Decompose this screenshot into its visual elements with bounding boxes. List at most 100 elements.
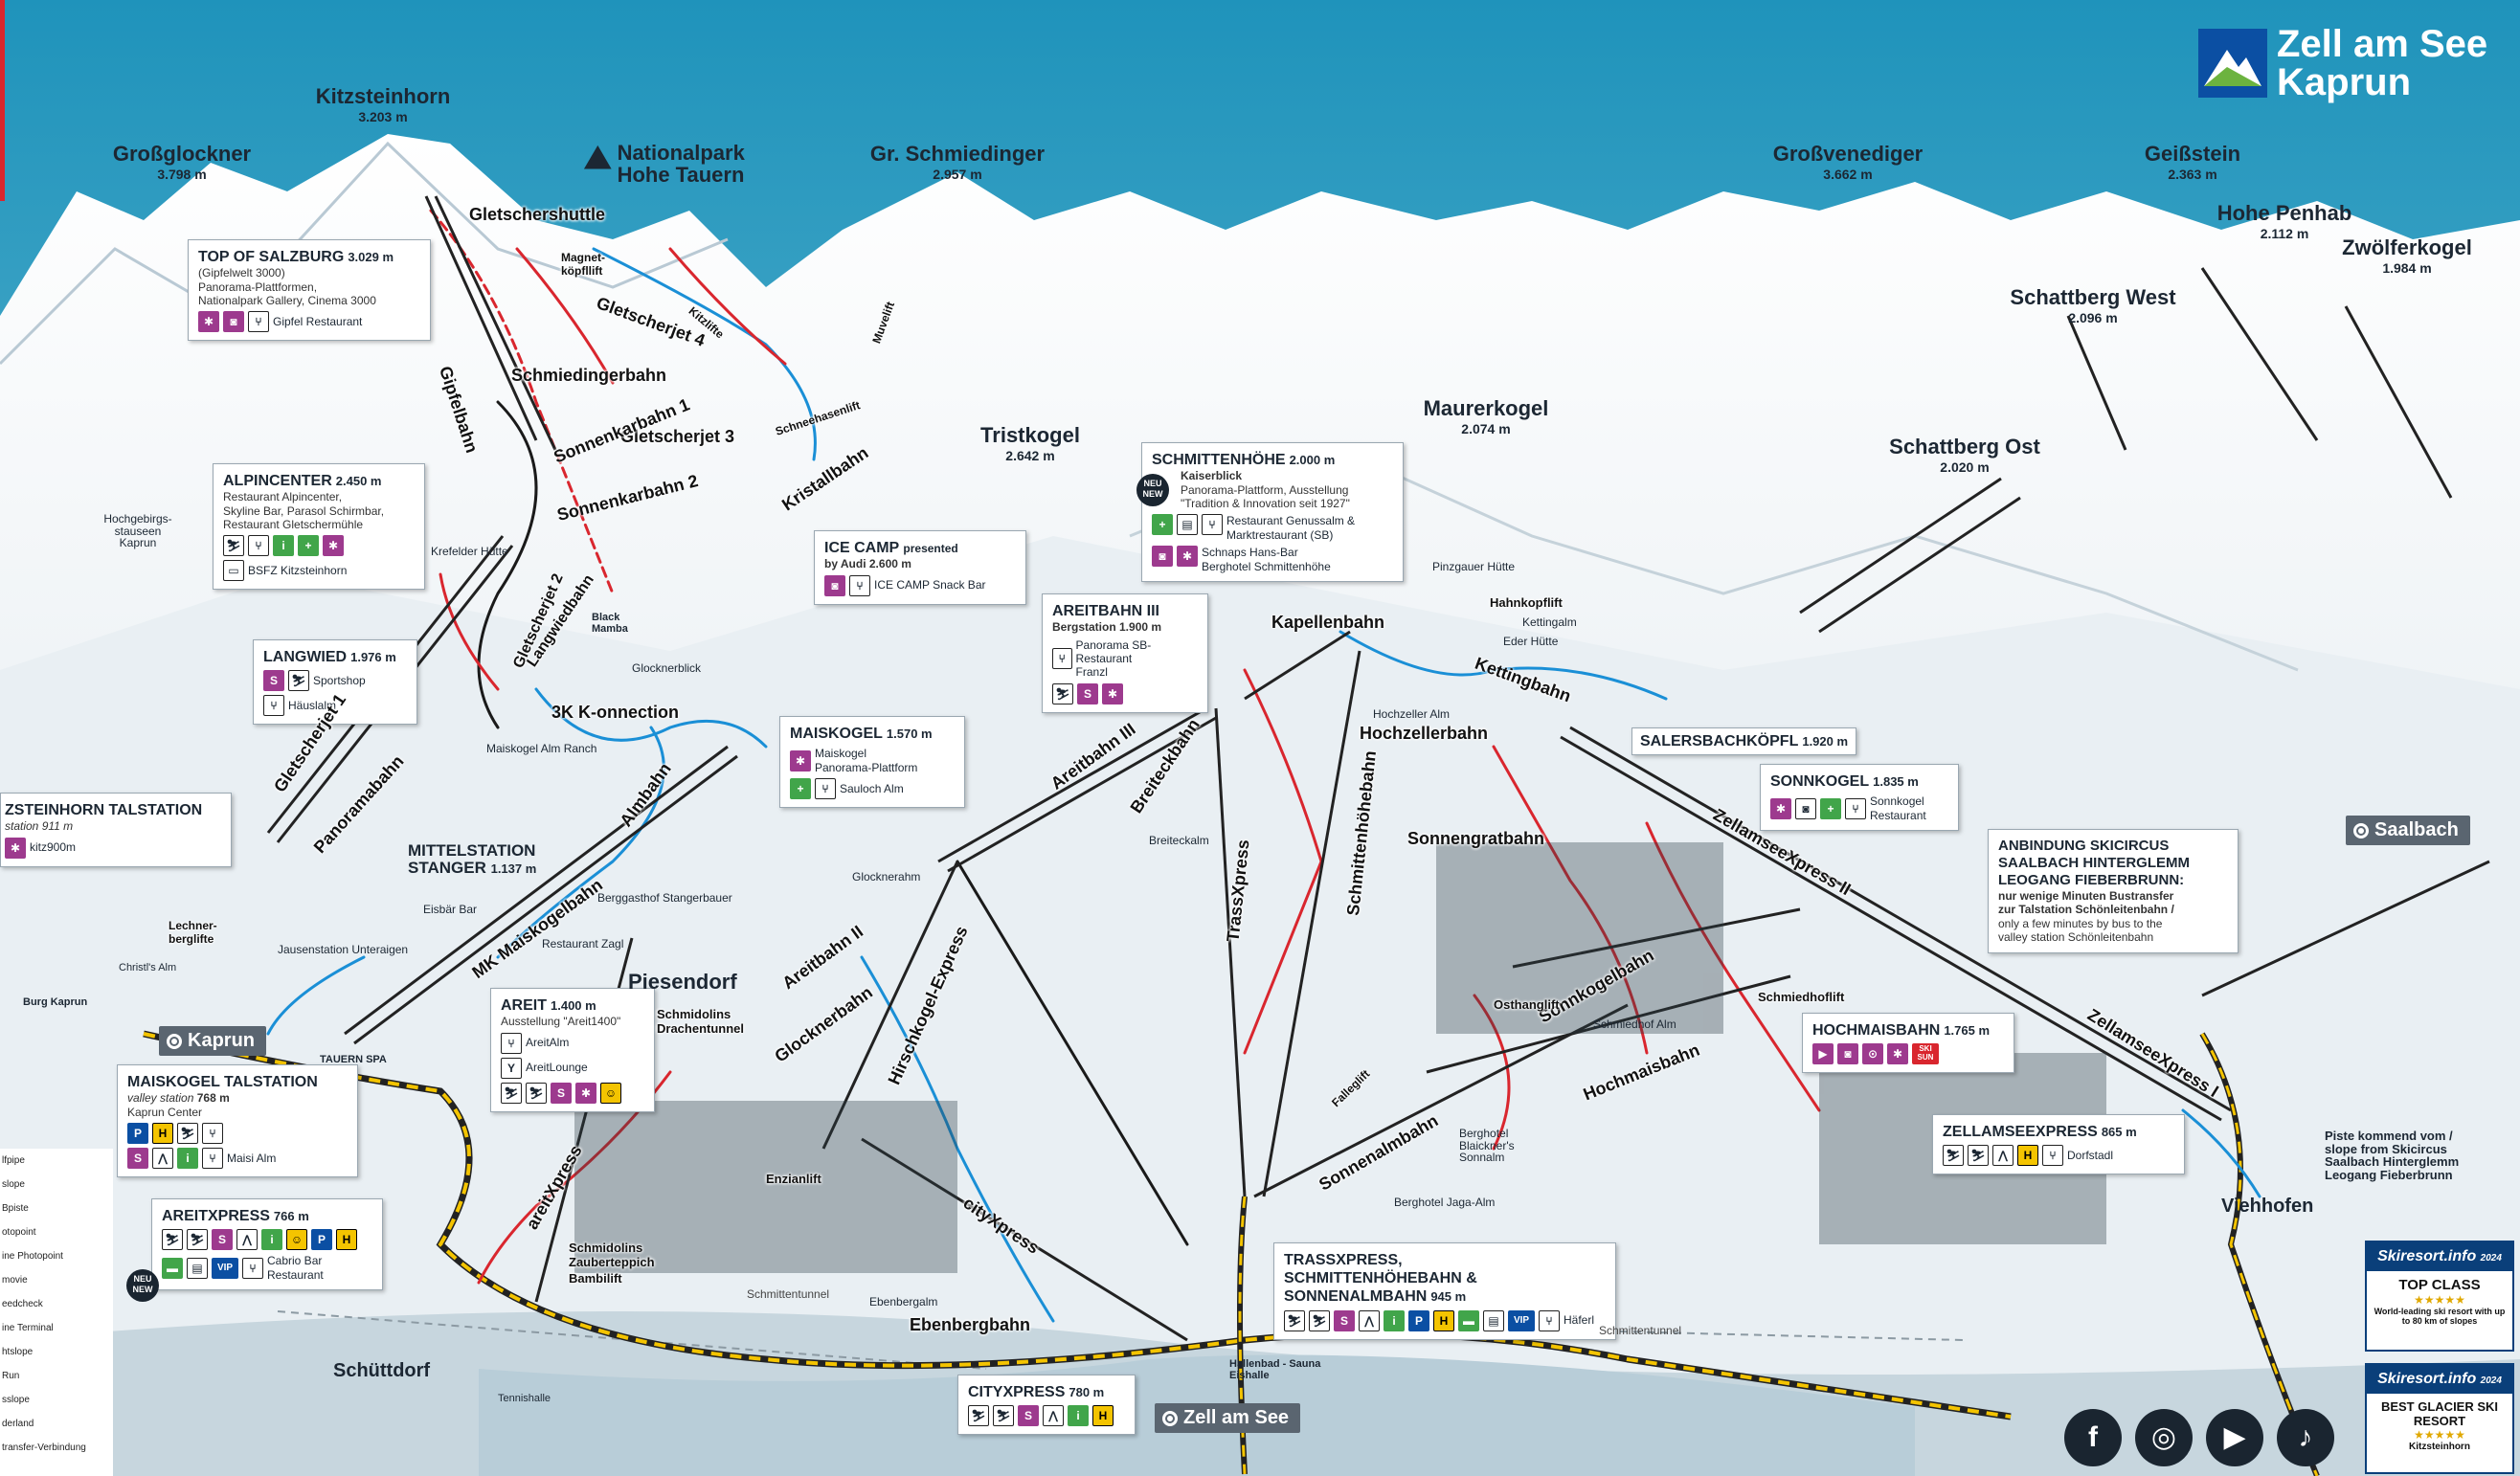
lift-3k-connection[interactable]: 3K K-onnection [551,703,679,722]
lift-icon: ⛷ [187,1229,208,1251]
award-badge-top-class[interactable]: Skiresort.info 2024 TOP CLASS ★★★★★ Worl… [2365,1241,2514,1352]
lift-enzianlift[interactable]: Enzianlift [766,1172,821,1186]
info-icon: i [261,1229,282,1251]
lift-lechnerberglifte[interactable]: Lechner-berglifte [169,919,217,946]
bus-stop-icon: H [2017,1145,2038,1167]
restaurant-icon: ⑂ [849,574,870,596]
lift-icon: ⛷ [526,1082,547,1104]
place-eisbaer-bar: Eisbär Bar [423,903,478,916]
ski-school-icon: ⛷ [968,1405,989,1427]
ski-rental-icon: ⋀ [236,1229,258,1251]
shop-icon: S [127,1147,148,1169]
location-icon [1162,1410,1178,1426]
legend-item: Run [2,1371,20,1381]
tiktok-icon[interactable]: ♪ [2277,1409,2334,1466]
info-box-maiskogel-talstation[interactable]: MAISKOGEL TALSTATION valley station 768 … [117,1064,358,1177]
legend-item: transfer-Verbindung [2,1442,86,1453]
place-schmiedhof-alm: Schmiedhof Alm [1593,1018,1676,1031]
info-box-anbindung-saalbach[interactable]: ANBINDUNG SKICIRCUS SAALBACH HINTERGLEMM… [1988,829,2239,953]
info-icon: i [273,535,294,557]
restaurant-icon: ⑂ [1202,514,1223,536]
legend-item: derland [2,1419,34,1429]
lift-icon: ⛷ [1968,1145,1989,1167]
lift-hochzellerbahn[interactable]: Hochzellerbahn [1360,724,1489,743]
vip-icon: VIP [212,1257,238,1279]
place-piesendorf: Piesendorf [628,970,737,994]
info-box-ice-camp[interactable]: ICE CAMP presented by Audi 2.600 m ◙⑂ICE… [814,530,1026,605]
lift-osthanglift[interactable]: Osthanglift [1494,997,1560,1012]
brand-logo[interactable]: Zell am See Kaprun [2198,25,2487,101]
photo-icon: ✱ [575,1082,596,1104]
locker-icon: ▤ [187,1257,208,1279]
place-berghotel-jaga-alm: Berghotel Jaga-Alm [1394,1196,1496,1209]
place-tennishalle: Tennishalle [498,1393,551,1404]
kids-icon: ☺ [286,1229,307,1251]
ski-school-icon: ⛷ [223,535,244,557]
lift-schmiedingerbahn[interactable]: Schmiedingerbahn [511,366,667,385]
lift-gletschershuttle[interactable]: Gletschershuttle [469,205,606,224]
instagram-icon[interactable]: ◎ [2135,1409,2193,1466]
place-eder-huette: Eder Hütte [1503,635,1559,648]
lift-hahnkopflift[interactable]: Hahnkopflift [1490,595,1563,610]
info-box-trassxpress[interactable]: TRASSXPRESS, SCHMITTENHÖHEBAHN & SONNENA… [1273,1242,1616,1340]
lift-schmidolins-drachentunnel[interactable]: Schmidolins Drachentunnel [657,1007,745,1036]
lift-bambilift[interactable]: Bambilift [569,1271,622,1286]
lift-gletscherjet-3[interactable]: Gletscherjet 3 [620,427,735,446]
legend-item: ine Terminal [2,1323,54,1333]
first-aid-icon: + [1152,514,1173,536]
info-box-kitzsteinhorn-talstation[interactable]: ZSTEINHORN TALSTATION station 911 m ✱kit… [0,793,232,867]
lift-icon: ⛷ [177,1122,198,1144]
lift-ebenbergbahn[interactable]: Ebenbergbahn [910,1315,1031,1334]
place-christls-alm: Christl's Alm [119,962,177,973]
place-hallenbad: Hallenbad - Sauna Eishalle [1229,1358,1321,1381]
lift-schmiedhoflift[interactable]: Schmiedhoflift [1758,990,1845,1004]
shop-icon: S [1077,682,1098,704]
lift-sonnengratbahn[interactable]: Sonnengratbahn [1407,829,1544,848]
restaurant-icon: ⑂ [248,535,269,557]
restaurant-icon: ⑂ [1052,648,1072,670]
town-zell-am-see-label[interactable]: Zell am See [1155,1403,1301,1433]
lift-icon: ⛷ [993,1405,1014,1427]
restaurant-icon: ⑂ [815,777,836,799]
youtube-icon[interactable]: ▶ [2206,1409,2263,1466]
legend-item: Bpiste [2,1203,29,1214]
place-krefelder-huette: Krefelder Hütte [431,545,508,558]
facebook-icon[interactable]: f [2064,1409,2122,1466]
town-kaprun-label[interactable]: Kaprun [159,1026,266,1056]
lift-kapellenbahn[interactable]: Kapellenbahn [1271,613,1385,632]
lift-schmidolins-zauberteppich[interactable]: Schmidolins Zauberteppich [569,1241,655,1269]
photo-icon: ✱ [1177,546,1198,568]
info-box-areitbahn-3[interactable]: AREITBAHN III Bergstation 1.900 m ⑂Panor… [1042,593,1208,713]
town-saalbach-label[interactable]: Saalbach [2346,816,2470,845]
ski-school-icon: ⛷ [1284,1309,1305,1331]
award-badge-best-glacier[interactable]: Skiresort.info 2024 BEST GLACIER SKI RES… [2365,1363,2514,1474]
vip-icon: VIP [1508,1309,1535,1331]
lift-icon: ⛷ [288,670,309,692]
camera-icon: ◙ [1795,797,1816,819]
ski-school-icon: ⛷ [1052,682,1073,704]
photo-icon: ✱ [790,749,811,772]
place-hochgebirgsstauseen: Hochgebirgs-stauseen Kaprun [103,512,172,550]
camera-icon: ◙ [223,311,244,333]
place-restaurant-zagl: Restaurant Zagl [542,937,624,950]
place-burg-kaprun: Burg Kaprun [23,996,88,1008]
lift-magnetkoepfllift[interactable]: Magnet-köpfllift [561,251,605,278]
info-icon: i [1068,1405,1089,1427]
legend-item: ine Photopoint [2,1251,63,1262]
